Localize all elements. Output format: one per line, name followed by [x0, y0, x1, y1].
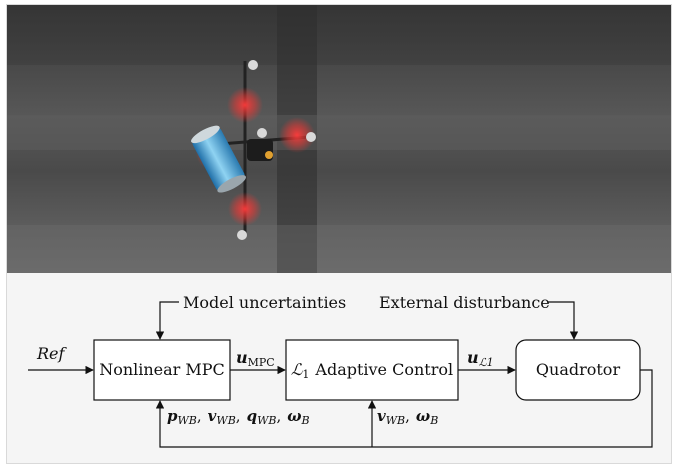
propeller-glow [228, 192, 262, 226]
quadrotor-label: Quadrotor [536, 360, 621, 379]
quadrotor-drone [191, 60, 316, 240]
soda-can [191, 125, 246, 193]
l1-adaptive-control-block [285, 339, 459, 401]
mpc-feedback-state-label: pWB,vWB,qWB,ωB [167, 407, 310, 427]
propeller-glow [227, 87, 263, 123]
external-disturbance-arrow [548, 301, 579, 340]
external-disturbance-label: External disturbance [379, 293, 550, 312]
photo-illustration [7, 5, 671, 273]
u-mpc-label: uMPC [236, 348, 275, 369]
ceiling-band [7, 5, 671, 65]
marker-ball [257, 128, 267, 138]
ref-label: Ref [36, 344, 68, 363]
model-uncertainties-label: Model uncertainties [183, 293, 346, 312]
nonlinear-mpc-block [93, 339, 231, 401]
drone-component [265, 151, 273, 159]
marker-ball [306, 132, 316, 142]
state-feedback-to-mpc [155, 369, 653, 448]
model-uncertainties-arrow [155, 301, 179, 340]
marker-ball [248, 60, 258, 70]
floor-band [7, 225, 671, 273]
quadrotor-photo [7, 5, 671, 273]
marker-ball [237, 230, 247, 240]
propeller-glow [279, 117, 315, 153]
nonlinear-mpc-label: Nonlinear MPC [99, 360, 225, 379]
l1-feedback-state-label: vWB,ωB [377, 407, 438, 427]
wall-band [7, 115, 671, 150]
u-l1-label: uℒ1 [467, 348, 494, 369]
